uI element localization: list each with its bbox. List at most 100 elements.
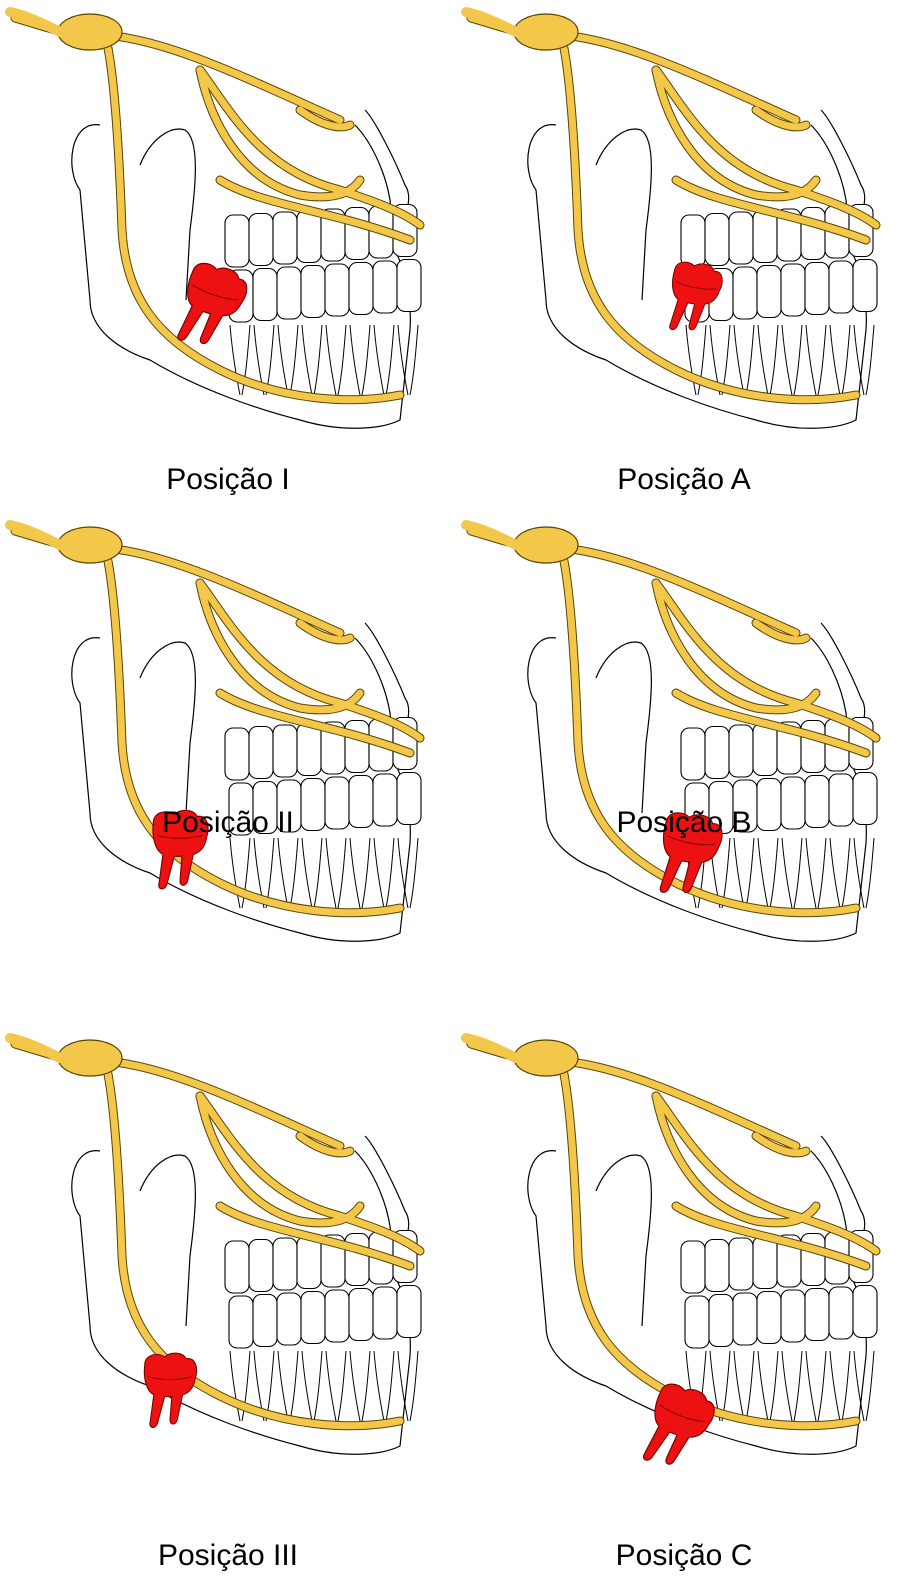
tooth [397, 260, 421, 312]
trigeminal-ganglion [514, 527, 578, 563]
tooth-root [374, 1351, 394, 1421]
tooth [801, 721, 825, 773]
tooth [709, 1295, 733, 1347]
tooth [729, 1238, 753, 1290]
tooth-root [854, 838, 874, 908]
panel-posicao-iii: Posição III [0, 1026, 456, 1546]
tooth [705, 214, 729, 266]
tooth-root [278, 325, 298, 395]
tooth-root [782, 838, 802, 908]
ramus-outline [140, 642, 195, 813]
tooth [345, 208, 369, 260]
tooth [757, 266, 781, 318]
tooth [345, 721, 369, 773]
tooth [297, 724, 321, 776]
tooth [373, 1287, 397, 1339]
tooth [325, 264, 349, 316]
tooth [225, 728, 249, 780]
ramus-outline [140, 129, 195, 300]
tooth-root [398, 838, 418, 908]
tooth-root [758, 325, 778, 395]
tooth [373, 261, 397, 313]
trigeminal-ganglion [514, 1040, 578, 1076]
tooth-root [830, 838, 850, 908]
tooth-root [350, 325, 370, 395]
tooth [681, 215, 705, 267]
nerve-branches [10, 12, 420, 400]
panel-posicao-c: Posição C [456, 1026, 912, 1546]
tooth [753, 1237, 777, 1289]
tooth [273, 725, 297, 777]
tooth [729, 725, 753, 777]
tooth [301, 266, 325, 318]
panel-posicao-i: Posição I [0, 0, 456, 520]
third-molar-icon [637, 1379, 720, 1476]
third-molar-icon [144, 1353, 196, 1427]
tooth [781, 1290, 805, 1342]
tooth [349, 263, 373, 315]
tooth [297, 1237, 321, 1289]
ramus-outline [140, 1155, 195, 1326]
tooth [853, 1286, 877, 1338]
tooth-root [830, 1351, 850, 1421]
tooth [253, 1295, 277, 1347]
tooth-root [326, 1351, 346, 1421]
tooth [685, 1296, 709, 1348]
tooth-root [854, 325, 874, 395]
tooth [249, 1240, 273, 1292]
caption-posicao-b: Posição B [456, 805, 912, 841]
tooth [397, 1286, 421, 1338]
tooth-root [302, 325, 322, 395]
caption-posicao-c: Posição C [456, 1538, 912, 1574]
tooth [705, 727, 729, 779]
tooth-root [782, 325, 802, 395]
tooth [733, 1293, 757, 1345]
tooth-root [374, 838, 394, 908]
tooth-root [806, 325, 826, 395]
tooth-root [350, 838, 370, 908]
tooth-root [302, 838, 322, 908]
tooth-root [278, 1351, 298, 1421]
tooth [277, 1293, 301, 1345]
tooth [681, 728, 705, 780]
jaw-diagram [0, 1026, 456, 1476]
ramus-outline [596, 1155, 651, 1326]
jaw-diagram [0, 513, 456, 963]
tooth-root [734, 838, 754, 908]
tooth [225, 1241, 249, 1293]
caption-posicao-i: Posição I [0, 462, 456, 498]
tooth [249, 727, 273, 779]
tooth-root [302, 1351, 322, 1421]
panel-posicao-a: Posição A [456, 0, 912, 520]
nerve-branches [10, 525, 420, 913]
tooth-root [398, 325, 418, 395]
trigeminal-ganglion [514, 14, 578, 50]
tooth-root [758, 838, 778, 908]
tooth-root [734, 1351, 754, 1421]
nerve-branches [466, 1038, 876, 1426]
tooth [753, 724, 777, 776]
jaw-diagram [0, 0, 456, 450]
tooth [297, 211, 321, 263]
jaw-diagram [456, 513, 912, 963]
tooth-root [326, 325, 346, 395]
ramus-outline [596, 129, 651, 300]
tooth-root [758, 1351, 778, 1421]
tooth [757, 1292, 781, 1344]
tooth-root [782, 1351, 802, 1421]
tooth [253, 269, 277, 321]
panel-posicao-b: Posição B [456, 513, 912, 1033]
tooth-root [806, 1351, 826, 1421]
trigeminal-ganglion [58, 1040, 122, 1076]
tooth-root [806, 838, 826, 908]
caption-posicao-a: Posição A [456, 462, 912, 498]
tooth [805, 1289, 829, 1341]
tooth-root [398, 1351, 418, 1421]
tooth [733, 267, 757, 319]
tooth [325, 1290, 349, 1342]
tooth [229, 1296, 253, 1348]
tooth [729, 212, 753, 264]
tooth [349, 1289, 373, 1341]
tooth-root [374, 325, 394, 395]
tooth [345, 1234, 369, 1286]
